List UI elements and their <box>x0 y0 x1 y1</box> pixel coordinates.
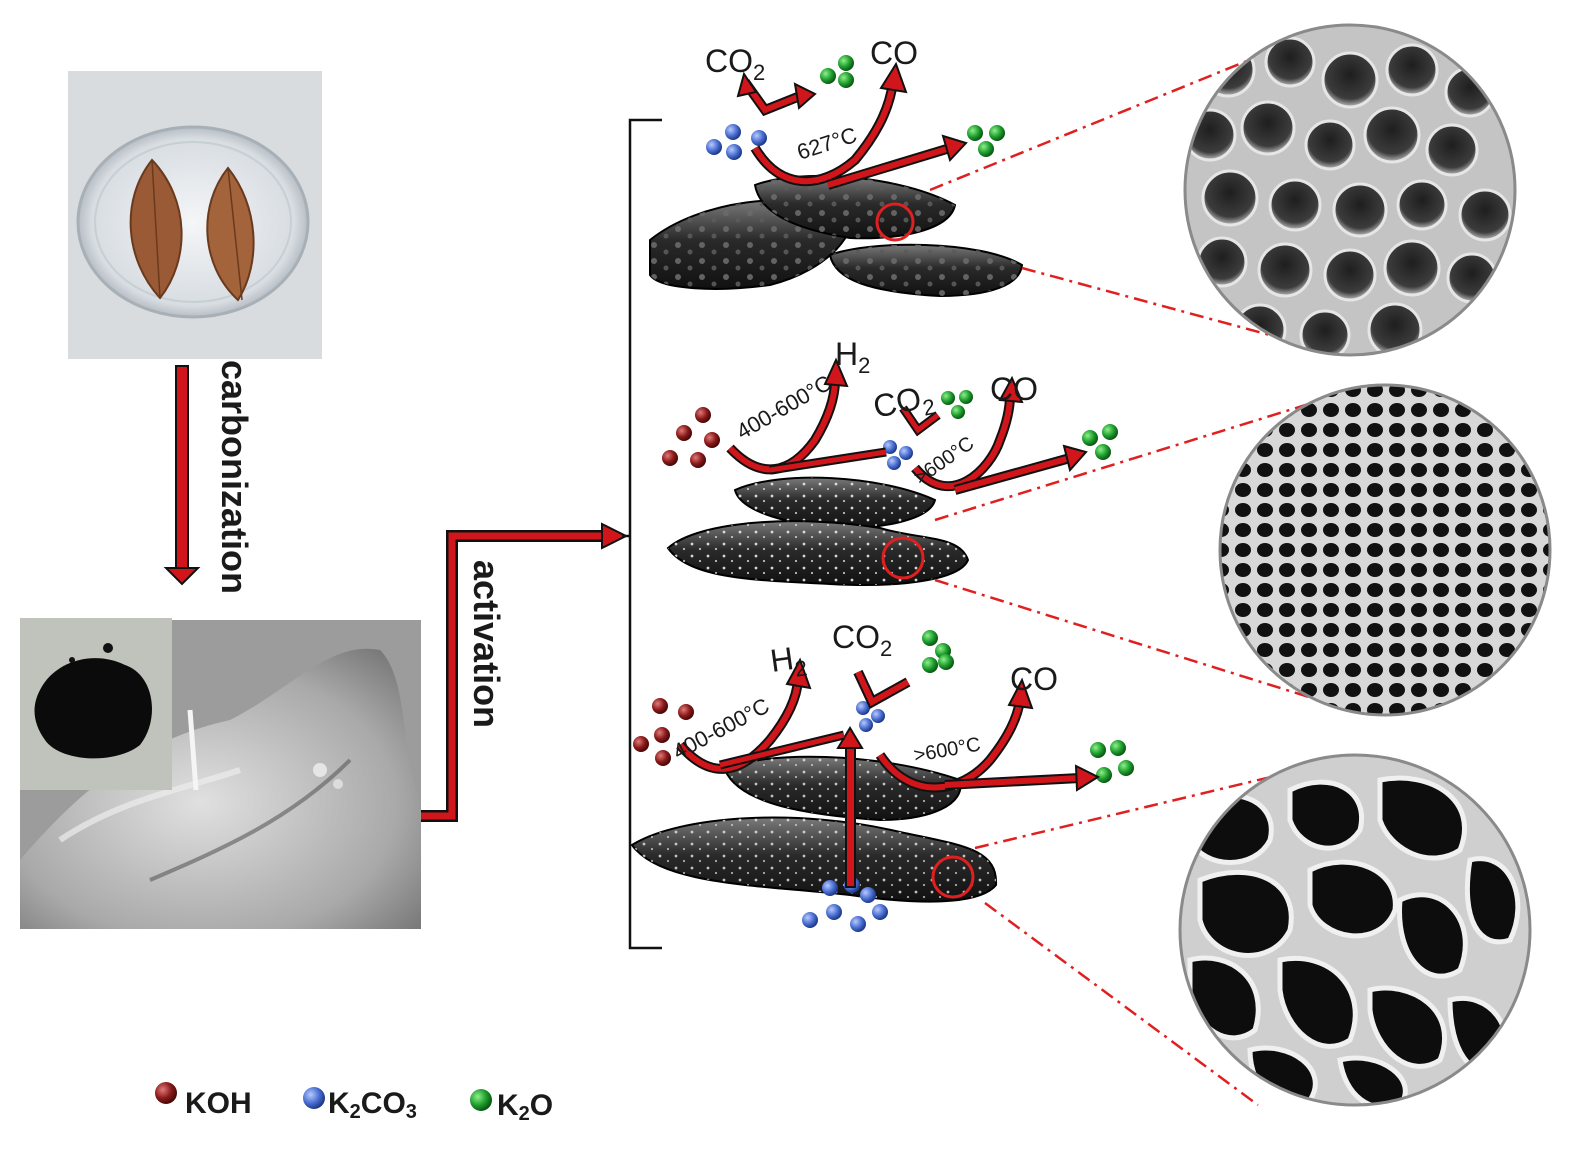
pathway-3-co-label: CO <box>1010 661 1058 697</box>
leaf-photo <box>68 71 322 359</box>
k2o-molecules-icon <box>922 630 1134 783</box>
legend-item-koh: KOH <box>155 1082 252 1120</box>
k2co3-molecules-icon <box>802 701 888 932</box>
k2o-molecules-icon <box>820 55 1005 157</box>
k2co3-icon <box>303 1087 325 1109</box>
bracket <box>622 118 662 950</box>
zoom-circle-icon <box>875 202 915 242</box>
legend-item-k2co3: K2CO3 <box>303 1087 417 1123</box>
pore-micrograph-icon-2 <box>1218 383 1552 717</box>
pathway-1-co2-label: CO2 <box>705 43 765 85</box>
carbon-sheet-icon <box>649 174 1024 298</box>
k2o-molecules-icon <box>941 390 1118 460</box>
zoom-circle-icon <box>881 536 925 580</box>
pore-micrograph-icon-3 <box>1178 753 1532 1107</box>
k2co3-molecules-icon <box>883 440 913 470</box>
pathway-2: H2 CO2 CO 400-600°C >600°C <box>662 336 1118 586</box>
legend-k2o-label: K2O <box>497 1089 553 1125</box>
carbon-powder-photo <box>20 618 172 790</box>
koh-molecules-icon <box>633 698 694 766</box>
leaf-right-icon <box>206 166 255 302</box>
legend-item-k2o: K2O <box>470 1089 553 1125</box>
k2o-icon <box>470 1089 492 1111</box>
pathway-3: H2 CO2 CO 400-600°C >600°C <box>630 619 1134 932</box>
zoom-circle-icon <box>931 855 975 899</box>
legend: KOH K2CO3 K2O <box>155 1082 553 1125</box>
carbonization-arrow <box>163 365 201 586</box>
legend-k2co3-label: K2CO3 <box>328 1087 417 1123</box>
pathway-1-co-label: CO <box>870 35 918 71</box>
pathway-2-co-label: CO <box>990 371 1038 407</box>
pore-micrograph-icon-1 <box>1183 23 1517 357</box>
carbonization-label: carbonization <box>214 360 255 594</box>
pathway-3-h2-label: H2 <box>768 638 809 685</box>
activation-label: activation <box>466 560 507 728</box>
carbon-sheet-icon <box>630 755 998 903</box>
koh-icon <box>155 1082 177 1104</box>
legend-koh-label: KOH <box>185 1087 252 1120</box>
carbon-sheet-icon <box>666 476 970 586</box>
koh-molecules-icon <box>662 407 720 468</box>
pathway-3-co2-label: CO2 <box>832 619 892 661</box>
pathway-2-h2-label: H2 <box>835 336 870 378</box>
pathway-2-co2-label: CO2 <box>870 377 938 431</box>
k2co3-molecules-icon <box>706 124 767 160</box>
pathway-3-temp-high: >600°C <box>912 734 982 767</box>
pathway-1: CO2 CO 627°C <box>649 35 1024 298</box>
activation-arrow <box>421 522 629 822</box>
